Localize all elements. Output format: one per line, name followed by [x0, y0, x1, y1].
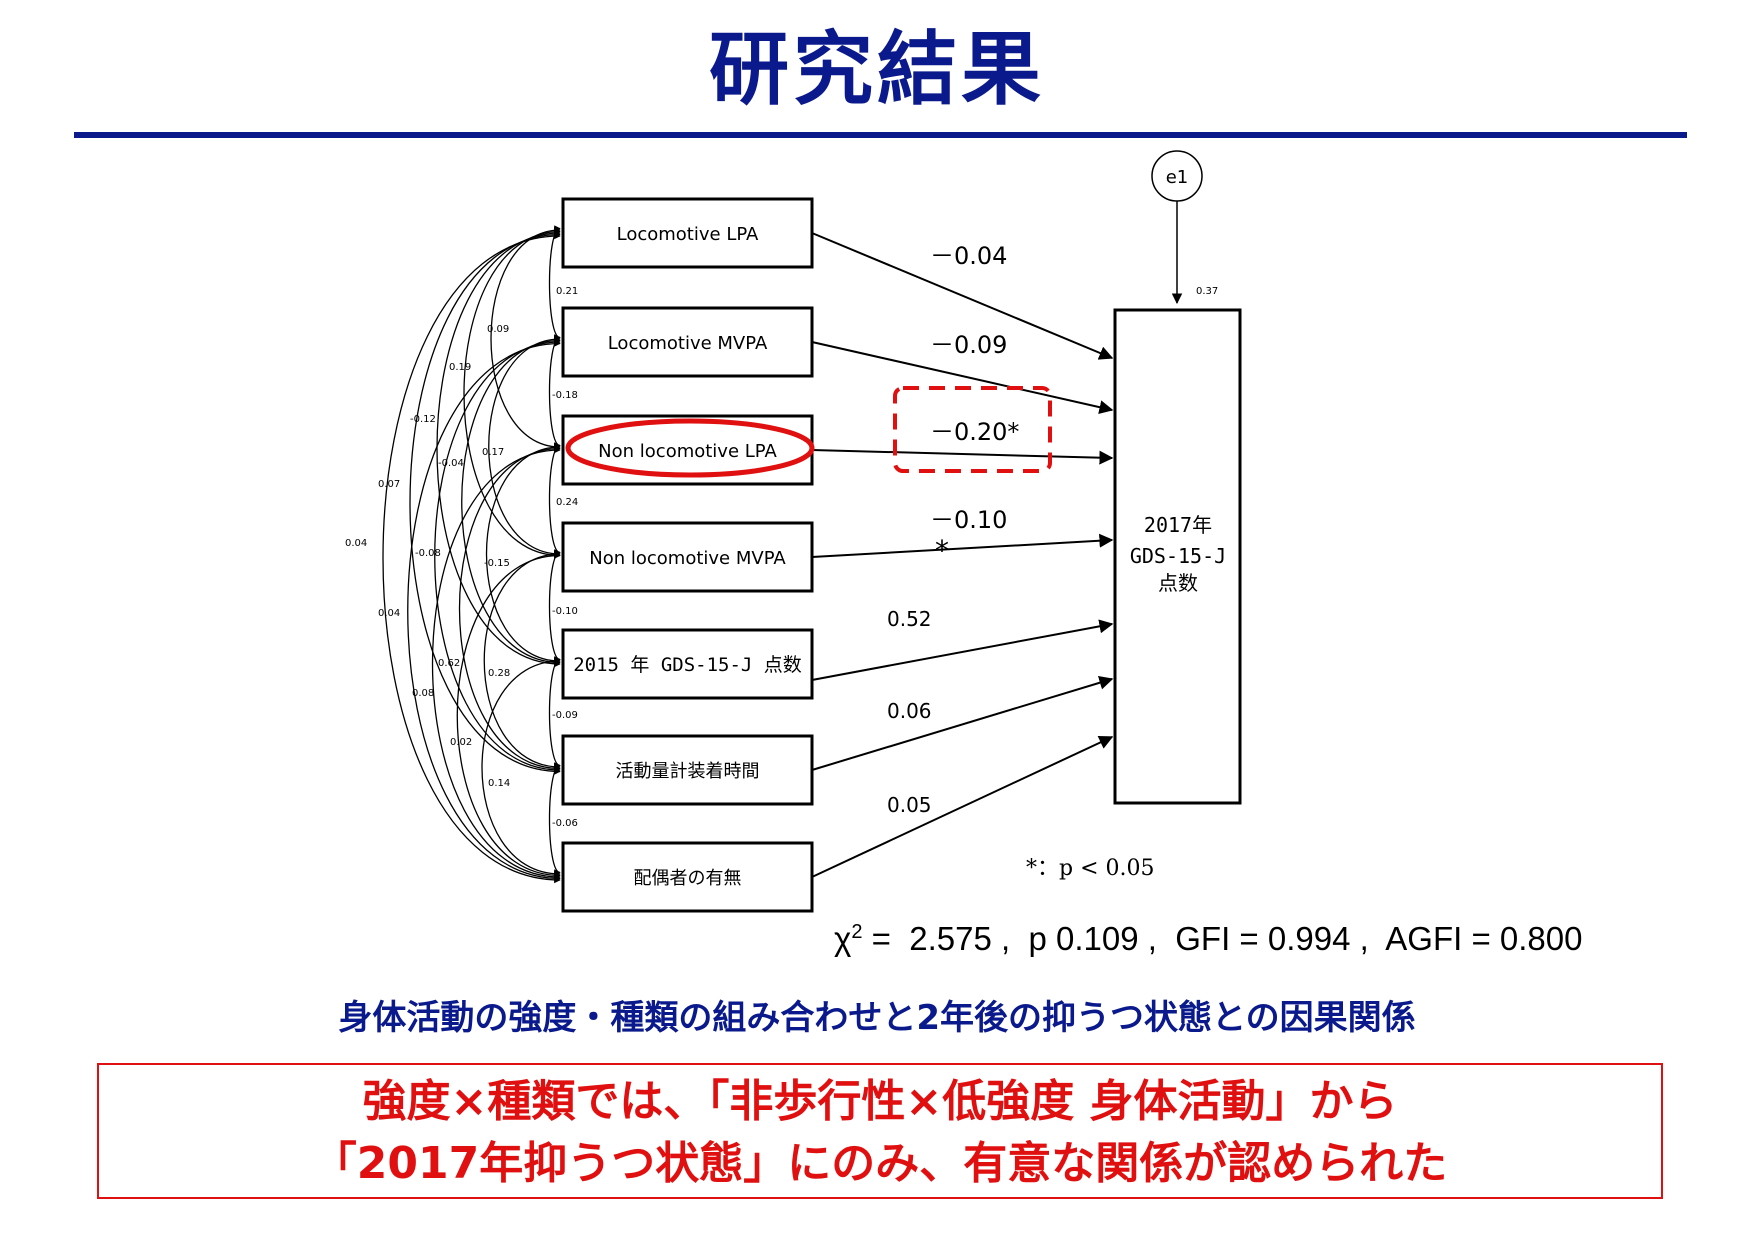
correlation-value: 0.62 — [438, 658, 460, 669]
correlation-arc — [436, 229, 561, 668]
significance-note: *：p < 0.05 — [1026, 856, 1155, 881]
subtitle: 身体活動の強度・種類の組み合わせと2年後の抑うつ状態との因果関係 — [338, 998, 1416, 1038]
correlation-arc — [490, 226, 561, 451]
correlation-curves — [382, 225, 561, 884]
correlation-value: 0.14 — [488, 778, 510, 789]
predictor-label: 2015 年 GDS-15-J 点数 — [573, 654, 802, 676]
correlation-arc — [486, 443, 561, 665]
conclusion-box: 強度×種類では、「非歩行性×低強度 身体活動」から 「2017年抑うつ状態」にの… — [97, 1063, 1663, 1199]
significance-asterisk: * — [935, 534, 949, 567]
outcome-label-line2: GDS-15-J — [1130, 544, 1226, 568]
page-title: 研究結果 — [709, 23, 1045, 116]
path-coefficient: －0.10 — [930, 506, 1007, 534]
correlation-value: -0.09 — [552, 710, 578, 721]
outcome-label-line3: 点数 — [1158, 571, 1198, 595]
predictor-box — [561, 306, 814, 378]
correlation-value: -0.15 — [484, 558, 510, 569]
path-coefficient: 0.52 — [887, 607, 932, 631]
predictor-label: Non locomotive LPA — [598, 441, 777, 462]
path-coefficient: －0.20* — [930, 418, 1019, 446]
correlation-value: 0.17 — [482, 447, 504, 458]
predictor-box — [561, 521, 814, 593]
regression-arrow — [811, 735, 1114, 878]
predictor-box — [561, 841, 814, 913]
correlation-arc — [488, 335, 561, 558]
path-coefficient: －0.09 — [930, 331, 1007, 359]
outcome-box — [1113, 308, 1242, 805]
fit-values: = 2.575 , p 0.109 , GFI = 0.994 , AGFI =… — [862, 920, 1583, 957]
correlation-arc — [461, 337, 561, 666]
conclusion-line-1: 強度×種類では、「非歩行性×低強度 身体活動」から — [362, 1076, 1398, 1127]
correlation-value: 0.04 — [378, 608, 400, 619]
correlation-value: 0.19 — [449, 362, 471, 373]
regression-arrow — [811, 232, 1114, 360]
error-variance-label: 0.37 — [1196, 286, 1218, 297]
correlation-arc — [409, 231, 561, 775]
chi-superscript: 2 — [851, 921, 863, 943]
correlation-value: 0.21 — [556, 286, 578, 297]
correlation-arc — [463, 228, 561, 559]
correlation-arc — [431, 446, 561, 881]
correlation-value: 0.09 — [487, 324, 509, 335]
chi-symbol: χ — [834, 920, 852, 957]
correlation-value: 0.07 — [378, 479, 400, 490]
regression-arrow — [811, 449, 1114, 465]
regression-arrow — [811, 341, 1114, 415]
correlation-value: 0.28 — [488, 668, 510, 679]
correlation-value: -0.04 — [438, 458, 464, 469]
correlation-arc — [456, 552, 561, 879]
error-term-label: e1 — [1166, 167, 1189, 188]
correlation-arc — [483, 550, 561, 771]
correlation-value: 0.08 — [412, 688, 434, 699]
correlation-value: -0.12 — [410, 414, 436, 425]
predictor-label: 活動量計装着時間 — [616, 761, 760, 782]
correlation-arc — [481, 657, 561, 878]
conclusion-line-2: 「2017年抑うつ状態」にのみ、有意な関係が認められた — [312, 1138, 1448, 1189]
predictor-box — [561, 628, 814, 700]
correlation-arc — [382, 232, 561, 884]
path-coefficient: 0.06 — [887, 699, 932, 723]
correlation-arc — [407, 340, 561, 882]
correlation-value: -0.06 — [552, 818, 578, 829]
regression-arrow — [811, 533, 1114, 558]
correlation-value: -0.08 — [415, 548, 441, 559]
predictor-boxes: Locomotive LPA Locomotive MVPA Non locomot… — [561, 197, 814, 913]
coefficient-labels: －0.04 －0.09 －0.20* －0.10 0.52 0.06 0.05 — [887, 242, 1019, 817]
predictor-box — [561, 734, 814, 806]
predictor-label: 配偶者の有無 — [634, 868, 742, 889]
regression-arrow — [811, 675, 1114, 771]
correlation-value: 0.02 — [450, 737, 472, 748]
regression-arrow — [811, 619, 1114, 681]
correlation-arc — [548, 762, 561, 876]
correlation-labels: 0.21 -0.18 0.24 -0.10 -0.09 -0.06 0.09 0.19 -0.1… — [345, 286, 578, 829]
predictor-label: Non locomotive MVPA — [589, 548, 786, 569]
path-coefficient: 0.05 — [887, 793, 932, 817]
correlation-arc — [548, 225, 561, 341]
highlight-ellipse — [565, 418, 815, 478]
predictor-label: Locomotive MVPA — [608, 333, 768, 354]
correlation-arc — [459, 445, 561, 772]
path-coefficient: －0.04 — [930, 242, 1007, 270]
fit-indices: χ2 = 2.575 , p 0.109 , GFI = 0.994 , AGF… — [834, 920, 1583, 958]
correlation-value: -0.10 — [552, 606, 578, 617]
predictor-label: Locomotive LPA — [617, 224, 759, 245]
predictor-box — [561, 197, 814, 269]
correlation-value: -0.18 — [552, 390, 578, 401]
outcome-label-line1: 2017年 — [1144, 513, 1212, 537]
highlight-dashed-box — [893, 386, 1052, 473]
correlation-value: 0.04 — [345, 538, 367, 549]
regression-paths — [811, 232, 1114, 878]
correlation-value: 0.24 — [556, 497, 578, 508]
title-underline — [74, 132, 1687, 138]
correlation-arc — [434, 338, 561, 774]
